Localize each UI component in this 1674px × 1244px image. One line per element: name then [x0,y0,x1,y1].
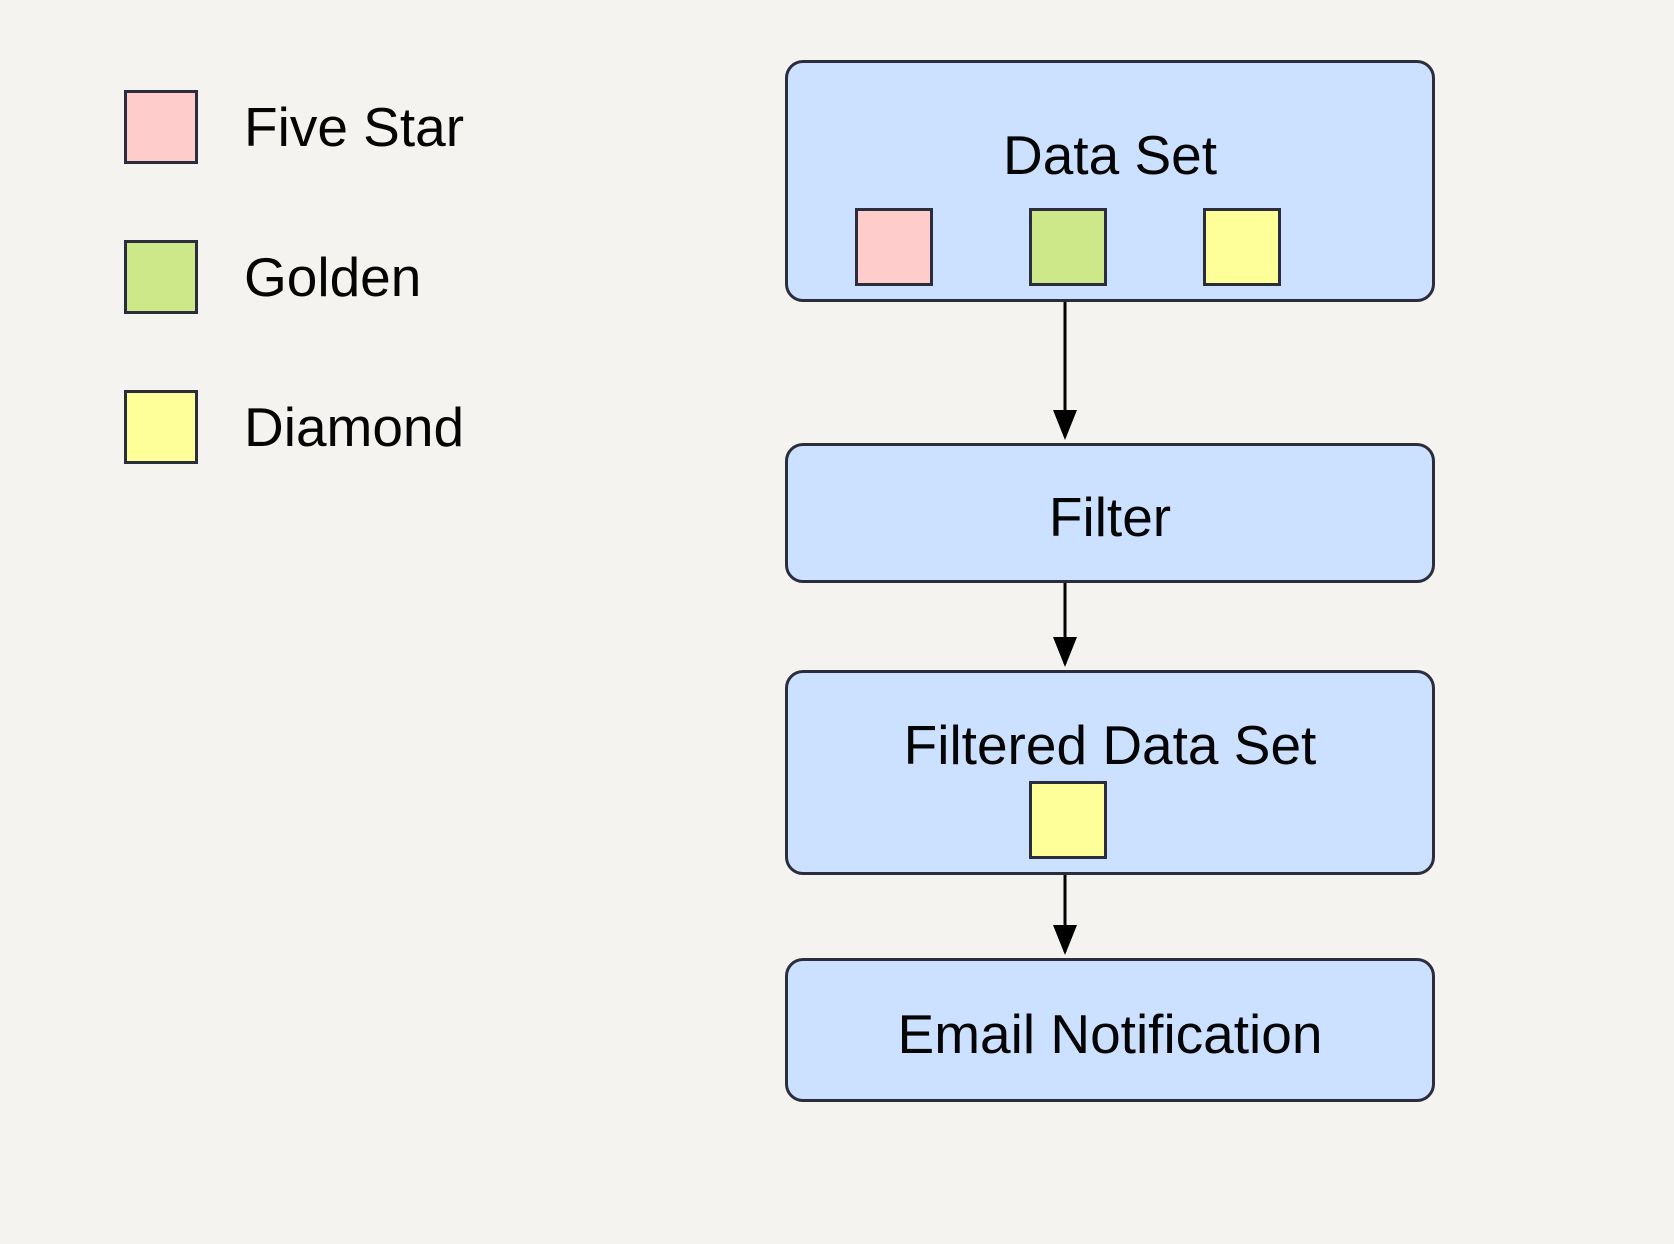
data-set-chip-golden [1029,208,1107,286]
legend-item-diamond: Diamond [124,388,644,466]
data-set-chip-five-star [855,208,933,286]
node-filter-title: Filter [1048,486,1172,548]
node-email-notification[interactable]: Email Notification [785,958,1435,1102]
node-data-set[interactable]: Data Set [785,60,1435,302]
five-star-swatch-icon [124,90,198,164]
node-email-notification-title: Email Notification [897,1003,1323,1065]
legend: Five Star Golden Diamond [124,88,644,466]
legend-label-golden: Golden [244,245,422,308]
diamond-swatch-icon [124,390,198,464]
filtered-data-set-chip-diamond [1029,781,1107,859]
node-data-set-title: Data Set [1002,124,1217,186]
legend-item-five-star: Five Star [124,88,644,166]
legend-label-diamond: Diamond [244,395,465,458]
node-filter[interactable]: Filter [785,443,1435,583]
legend-item-golden: Golden [124,238,644,316]
legend-label-five-star: Five Star [244,95,465,158]
data-set-chip-diamond [1203,208,1281,286]
golden-swatch-icon [124,240,198,314]
node-filtered-data-set-title: Filtered Data Set [903,714,1317,776]
node-filtered-data-set[interactable]: Filtered Data Set [785,670,1435,875]
